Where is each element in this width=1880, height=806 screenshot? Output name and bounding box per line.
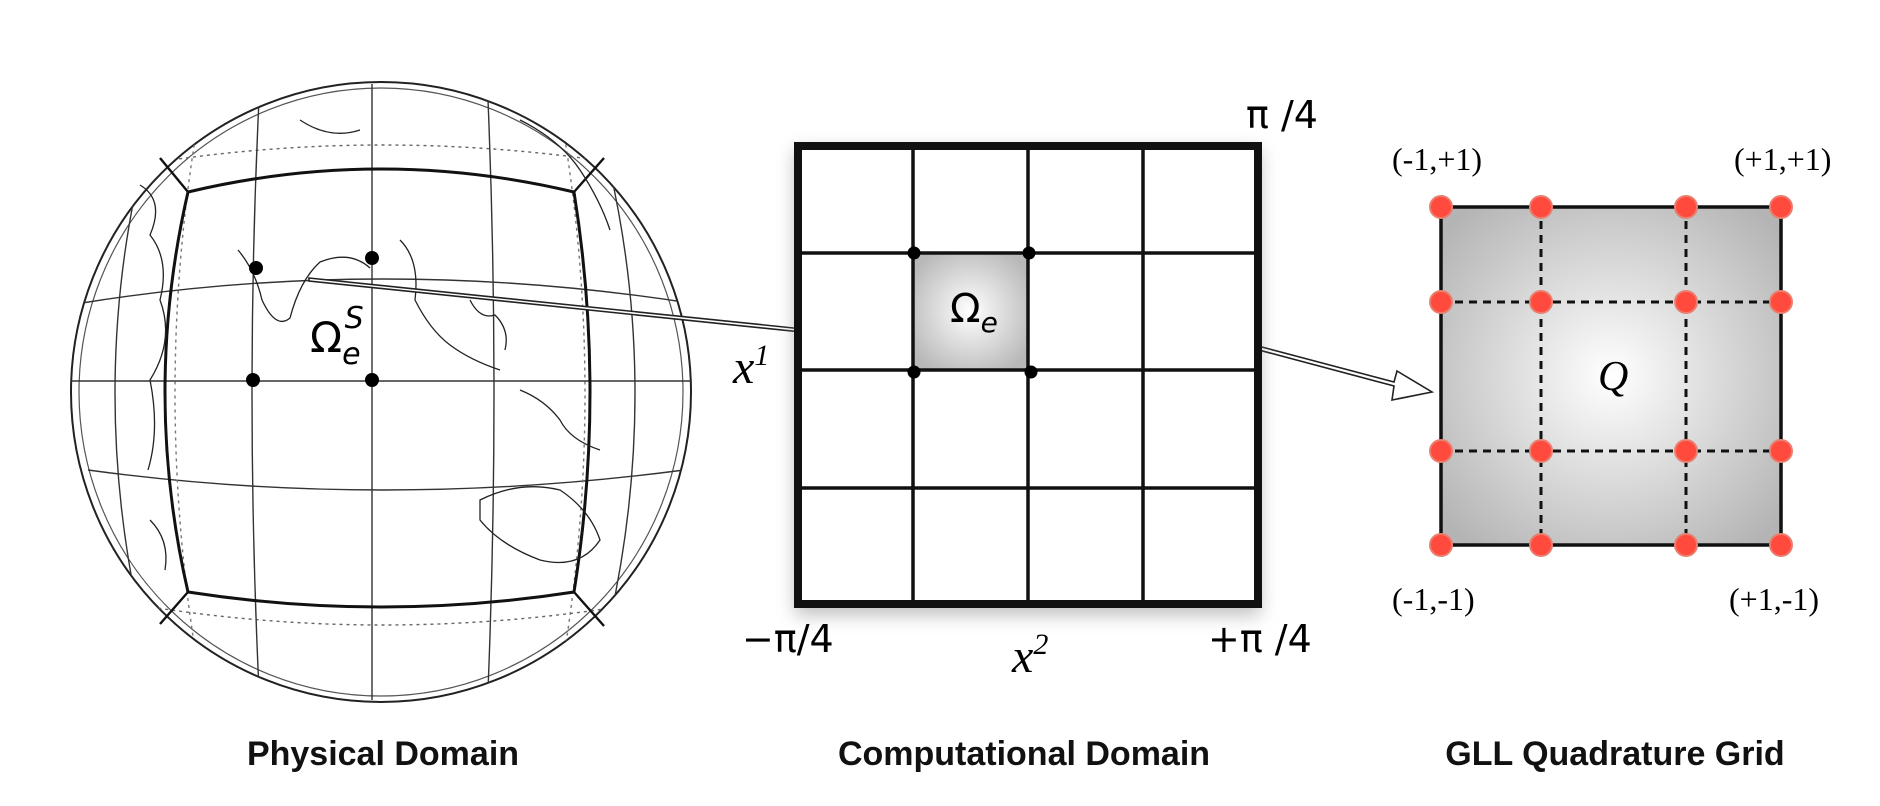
globe-rim xyxy=(78,87,684,697)
physical-element-label: ΩeS xyxy=(310,301,364,372)
axis-x1-label: x1 xyxy=(732,339,769,394)
bottom-right-pi-label: +π /4 xyxy=(1208,617,1312,661)
physical-domain-caption: Physical Domain xyxy=(247,735,519,773)
globe-node xyxy=(365,373,379,387)
grid-node xyxy=(1022,246,1036,260)
gll-nodes xyxy=(1429,195,1793,557)
gll-corner-top-right: (+1,+1) xyxy=(1734,141,1831,177)
globe-node xyxy=(249,261,263,275)
gll-node xyxy=(1429,290,1453,314)
gll-node xyxy=(1769,290,1793,314)
gll-node xyxy=(1429,533,1453,557)
gll-node xyxy=(1529,533,1553,557)
gll-corner-top-left: (-1,+1) xyxy=(1392,141,1482,177)
cube-edges xyxy=(159,157,605,627)
gll-node xyxy=(1674,439,1698,463)
gll-grid-panel: Q (-1,+1) (+1,+1) (-1,-1) (+1,-1) xyxy=(1392,141,1831,617)
gll-node xyxy=(1769,195,1793,219)
globe-node xyxy=(365,251,379,265)
gll-corner-bottom-right: (+1,-1) xyxy=(1729,581,1819,617)
grid-node xyxy=(1024,365,1038,379)
grid-node xyxy=(907,246,921,260)
gll-node xyxy=(1674,533,1698,557)
gll-node xyxy=(1769,533,1793,557)
gll-node xyxy=(1769,439,1793,463)
gll-node xyxy=(1429,439,1453,463)
coastlines xyxy=(139,119,611,571)
graticule xyxy=(71,84,691,700)
top-right-pi-label: π /4 xyxy=(1246,93,1318,137)
computational-domain-panel: Ωe x1 x2 π /4 −π/4 +π /4 xyxy=(732,93,1318,683)
gll-corner-bottom-left: (-1,-1) xyxy=(1392,581,1475,617)
gll-grid-caption: GLL Quadrature Grid xyxy=(1445,735,1784,773)
gll-node xyxy=(1529,195,1553,219)
physical-domain-panel: ΩeS xyxy=(70,81,692,703)
globe-outline xyxy=(70,81,692,703)
axis-x2-label: x2 xyxy=(1011,628,1048,683)
highlighted-element-cell xyxy=(913,253,1028,370)
computational-element-label: Ωe xyxy=(950,286,998,339)
grid-node xyxy=(907,365,921,379)
computational-grid-border xyxy=(794,142,1262,608)
globe-element-nodes xyxy=(246,251,379,387)
computational-element-nodes xyxy=(907,246,1038,379)
gll-node xyxy=(1529,439,1553,463)
globe-node xyxy=(246,373,260,387)
computational-domain-caption: Computational Domain xyxy=(838,735,1210,773)
gll-element-square xyxy=(1439,205,1783,547)
gll-node xyxy=(1529,290,1553,314)
gll-dashed-lines xyxy=(1441,207,1781,545)
gll-center-label: Q xyxy=(1598,354,1628,400)
gll-node xyxy=(1674,195,1698,219)
bottom-left-pi-label: −π/4 xyxy=(742,617,834,661)
gll-node xyxy=(1429,195,1453,219)
gll-node xyxy=(1674,290,1698,314)
